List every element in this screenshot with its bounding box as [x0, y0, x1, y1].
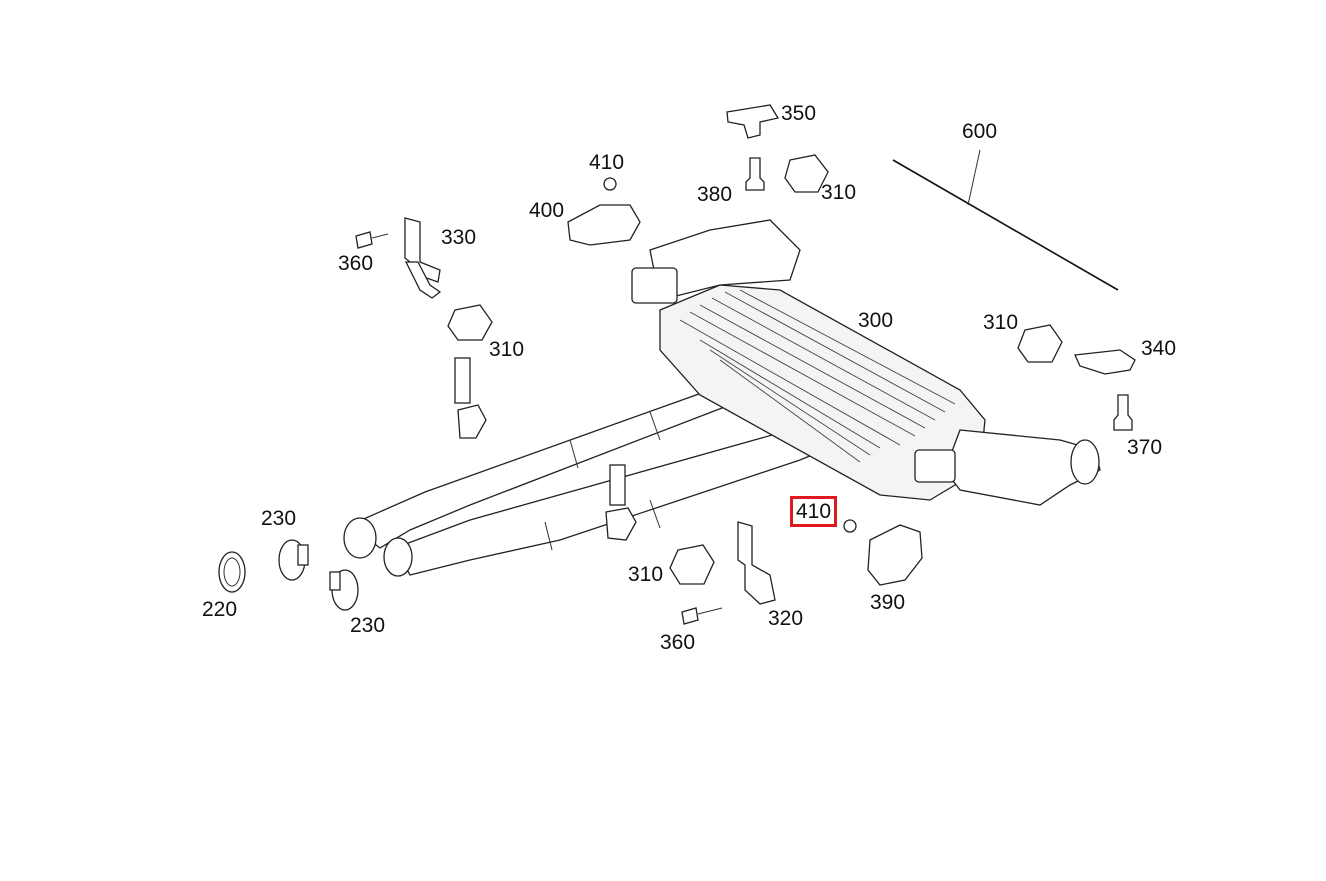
callout-320[interactable]: 320	[768, 607, 804, 630]
bolt-360-bottom	[681, 607, 723, 625]
nut-410-highlighted	[843, 519, 857, 533]
callout-400[interactable]: 400	[529, 199, 565, 222]
callout-360-bottom[interactable]: 360	[660, 631, 696, 654]
callout-300[interactable]: 300	[858, 309, 894, 332]
pipe-hanger-left	[454, 357, 487, 439]
callout-310-right[interactable]: 310	[983, 311, 1019, 334]
callout-410-highlighted[interactable]: 410	[790, 496, 838, 527]
rubber-mount-310-left	[447, 304, 493, 341]
rubber-mount-310-bottom	[669, 544, 715, 585]
clamp-230-top	[278, 539, 309, 581]
bracket-320	[737, 521, 776, 605]
callout-600[interactable]: 600	[962, 120, 998, 143]
callout-310-bottom[interactable]: 310	[628, 563, 664, 586]
actuator-390	[867, 524, 923, 586]
assembly-600-indicator	[892, 149, 1119, 291]
bolt-360-top	[355, 231, 389, 249]
actuator-400	[567, 204, 641, 246]
callout-410-top[interactable]: 410	[589, 151, 625, 174]
bolt-380	[745, 157, 765, 191]
callout-230-bottom[interactable]: 230	[350, 614, 386, 637]
rubber-mount-310-top	[784, 154, 829, 193]
callout-330[interactable]: 330	[441, 226, 477, 249]
front-pipe-right	[383, 424, 813, 577]
callout-360-top[interactable]: 360	[338, 252, 374, 275]
bracket-340	[1074, 349, 1136, 375]
rubber-mount-310-right	[1017, 324, 1063, 363]
callout-350[interactable]: 350	[781, 102, 817, 125]
callout-340[interactable]: 340	[1141, 337, 1177, 360]
callout-390[interactable]: 390	[870, 591, 906, 614]
bracket-350	[726, 104, 780, 139]
callout-370[interactable]: 370	[1127, 436, 1163, 459]
pipe-hanger-middle	[605, 464, 637, 541]
callout-230-top[interactable]: 230	[261, 507, 297, 530]
sleeve-220	[218, 551, 246, 593]
nut-410-top	[603, 177, 617, 191]
bracket-330	[404, 217, 442, 299]
clamp-230-bottom	[329, 569, 359, 611]
callout-310-left[interactable]: 310	[489, 338, 525, 361]
callout-310-top[interactable]: 310	[821, 181, 857, 204]
muffler-valve-actuator	[631, 267, 956, 483]
bolt-370	[1113, 394, 1133, 431]
rear-muffler	[649, 219, 1101, 506]
callout-220[interactable]: 220	[202, 598, 238, 621]
callout-380[interactable]: 380	[697, 183, 733, 206]
